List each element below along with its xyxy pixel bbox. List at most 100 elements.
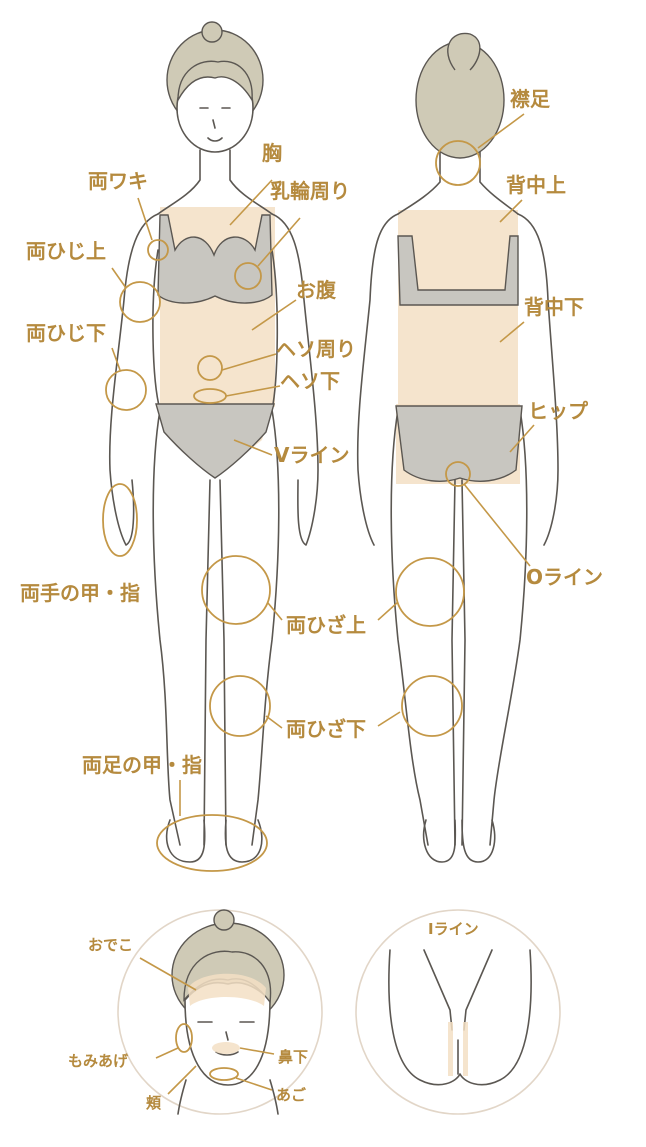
back-feet [422, 819, 496, 863]
front-arms [108, 213, 319, 546]
back-figure [356, 32, 559, 863]
leader-v [233, 439, 273, 456]
leader-erioshi [477, 113, 525, 149]
label-senaka-ue: 背中上 [506, 173, 566, 197]
ring-momiage [175, 1023, 193, 1053]
front-bangs [177, 60, 253, 103]
label-heso-mawari: ヘソ周り [276, 337, 356, 361]
leader-hiza-ue-back [377, 601, 399, 621]
ring-ago [209, 1067, 239, 1081]
back-neck [397, 149, 519, 215]
front-hair-bun [201, 21, 223, 43]
label-i-line: Iライン [428, 920, 479, 938]
front-torso-sides [152, 249, 279, 411]
label-onaka: お腹 [296, 278, 337, 302]
leader-hana-shita [239, 1047, 275, 1055]
back-legs [390, 409, 528, 846]
ring-hiji-ue [119, 281, 161, 323]
label-v-line: Vライン [274, 443, 349, 467]
i-line-hips [388, 949, 532, 1086]
back-arms [356, 213, 559, 546]
ring-waki [147, 239, 169, 261]
leader-senaka-ue [499, 199, 523, 223]
front-torso-area [160, 207, 275, 407]
front-neck [157, 149, 273, 215]
leader-o-line [463, 483, 531, 567]
leader-lines [111, 113, 535, 816]
ring-nyurin [234, 262, 262, 290]
labels: 胸 乳輪周り 両ワキ 両ひじ上 お腹 両ひじ下 ヘソ周り ヘソ下 Vライン 両手… [20, 87, 603, 777]
front-legs [152, 409, 280, 846]
face-inset-features [197, 1021, 255, 1056]
front-markers [102, 239, 271, 872]
ring-hiza-shita-front [209, 675, 271, 737]
front-face-features [199, 107, 231, 142]
ring-heso [197, 355, 223, 381]
label-senaka-shita: 背中下 [524, 295, 584, 319]
front-figure [108, 21, 319, 863]
leader-hiji-shita [111, 347, 121, 371]
leader-mune [229, 179, 273, 226]
ring-ashi [156, 814, 268, 872]
label-hiza-ue: 両ひざ上 [286, 613, 366, 637]
label-mune: 胸 [262, 141, 282, 165]
label-hiji-ue: 両ひじ上 [26, 239, 106, 263]
leader-hiza-shita [265, 715, 283, 729]
face-inset-bun [213, 909, 235, 931]
front-feet [165, 819, 263, 863]
leader-nyurin [257, 217, 301, 267]
back-bra [397, 235, 519, 306]
label-ashi: 両足の甲・指 [82, 753, 202, 777]
label-hoho: 頬 [146, 1094, 162, 1112]
leader-onaka [251, 299, 297, 331]
i-line-area-left [448, 1022, 453, 1076]
label-hiji-shita: 両ひじ下 [26, 321, 106, 345]
ring-hiza-ue-front [201, 555, 271, 625]
back-markers [395, 140, 481, 737]
face-area-odeko [188, 973, 266, 1006]
label-te: 両手の甲・指 [20, 581, 140, 605]
leader-hiza-shita-back [377, 711, 401, 727]
ring-hiji-shita [105, 369, 147, 411]
leader-ago [235, 1077, 273, 1091]
label-nyurin: 乳輪周り [270, 179, 350, 203]
leader-senaka-shita [499, 321, 525, 343]
leader-heso-shita [225, 385, 281, 397]
face-area-hana-shita [212, 1042, 240, 1054]
label-erioshi: 襟足 [510, 87, 551, 111]
i-line-area-right [463, 1022, 468, 1076]
ring-te [102, 483, 138, 557]
label-momiage: もみあげ [68, 1052, 129, 1070]
face-inset-neck [177, 1079, 279, 1115]
front-panties [155, 403, 275, 479]
i-line-inset-frame [355, 909, 561, 1115]
face-inset: おでこ もみあげ 鼻下 頬 あご [68, 909, 323, 1115]
front-bra [157, 214, 273, 304]
face-inset-frame [117, 909, 323, 1115]
label-waki: 両ワキ [88, 169, 148, 193]
ring-erioshi [435, 140, 481, 186]
label-hip: ヒップ [528, 399, 589, 423]
leader-waki [137, 197, 153, 241]
ring-o-line [445, 461, 471, 487]
leader-hiji-ue [111, 267, 127, 289]
leader-heso [221, 353, 277, 371]
label-ago: あご [276, 1086, 307, 1104]
leader-hip [509, 424, 535, 453]
label-hana-shita: 鼻下 [278, 1048, 308, 1066]
ring-hiza-shita-back [401, 675, 463, 737]
back-torso-area [398, 210, 518, 410]
i-line-inset: Iライン [355, 909, 561, 1115]
back-inner-legs [451, 479, 466, 846]
leader-hoho [167, 1065, 197, 1095]
leader-hiza-ue [267, 602, 283, 621]
front-inner-legs [203, 479, 227, 846]
i-line-thong [423, 949, 493, 1031]
leader-momiage [155, 1047, 179, 1059]
label-hiza-shita: 両ひざ下 [286, 717, 366, 741]
back-hair-bun [447, 32, 481, 71]
label-heso-shita: ヘソ下 [280, 369, 340, 393]
back-panties [395, 405, 523, 482]
